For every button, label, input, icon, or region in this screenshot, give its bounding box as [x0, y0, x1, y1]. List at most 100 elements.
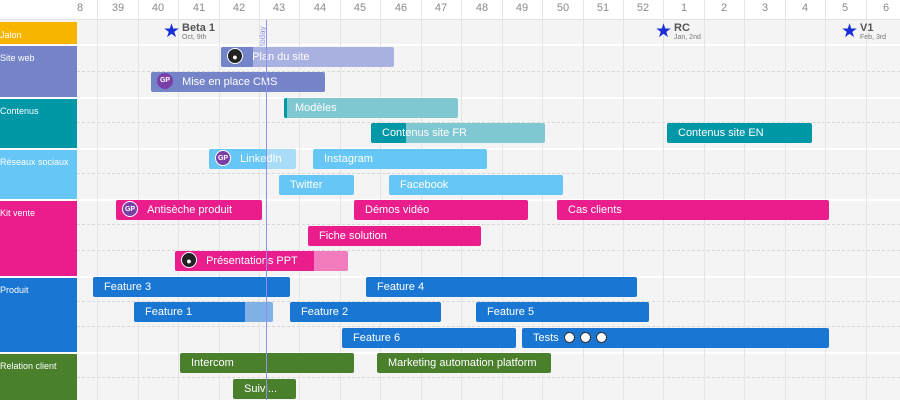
today-label: today: [258, 26, 267, 46]
row-separator: [77, 173, 900, 174]
lane-label-jalon[interactable]: Jalon: [0, 22, 77, 44]
star-icon: ★: [841, 21, 859, 42]
row-separator: [77, 301, 900, 302]
week-label: 6: [882, 2, 890, 14]
task-label: Instagram: [324, 153, 373, 165]
row-separator: [77, 224, 900, 225]
task-label: Feature 2: [301, 306, 349, 318]
task-label: Démos vidéo: [365, 204, 430, 216]
task-label: Mise en place CMS: [182, 76, 278, 88]
milestone-name: RC: [674, 22, 690, 34]
task-bar[interactable]: GP LinkedIn: [209, 149, 296, 169]
task-progress: [284, 98, 287, 118]
grid-line: [340, 0, 341, 400]
task-bar[interactable]: GP Antisèche produit: [116, 200, 262, 220]
task-label: Tests: [533, 332, 559, 344]
lane-label-site-web[interactable]: Site web: [0, 46, 77, 97]
task-bar[interactable]: Marketing automation platform: [377, 353, 551, 373]
row-separator: [77, 122, 900, 123]
task-label: Fiche solution: [319, 230, 387, 242]
task-bar[interactable]: GP Mise en place CMS: [151, 72, 325, 92]
task-label: Feature 1: [145, 306, 193, 318]
week-label: 48: [475, 2, 489, 14]
week-label: 39: [111, 2, 125, 14]
task-label: Suivi...: [244, 383, 278, 395]
task-label: Facebook: [400, 179, 449, 191]
week-label: 41: [192, 2, 206, 14]
user-avatar-icon: GP: [157, 73, 173, 90]
task-bar[interactable]: Facebook: [389, 175, 563, 195]
week-label: 40: [151, 2, 165, 14]
milestone-name: Beta 1: [182, 22, 216, 34]
database-icon: [595, 331, 607, 343]
task-label: Feature 6: [353, 332, 401, 344]
task-bar[interactable]: Contenus site FR: [371, 123, 545, 143]
task-label: Feature 3: [104, 281, 152, 293]
week-label: 4: [801, 2, 809, 14]
row-separator: [77, 250, 900, 251]
task-label: Feature 4: [377, 281, 425, 293]
task-label: Antisèche produit: [147, 204, 233, 216]
task-bar[interactable]: Intercom: [180, 353, 354, 373]
task-bar[interactable]: Feature 5: [476, 302, 649, 322]
task-bar[interactable]: Feature 6: [342, 328, 516, 348]
week-label: 5: [841, 2, 849, 14]
task-bar[interactable]: Tests: [522, 328, 829, 348]
task-bar[interactable]: ● Plan du site: [221, 47, 394, 67]
task-bar[interactable]: Feature 4: [366, 277, 637, 297]
week-label: 42: [232, 2, 246, 14]
lane-label-kit-vente[interactable]: Kit vente: [0, 201, 77, 276]
task-bar[interactable]: Démos vidéo: [354, 200, 528, 220]
task-label: Twitter: [290, 179, 323, 191]
week-label: 3: [761, 2, 769, 14]
row-separator: [77, 377, 900, 378]
lane-label-relation-client[interactable]: Relation client: [0, 354, 77, 400]
milestone-date: Oct, 9th: [182, 34, 207, 41]
timeline-header: 8 39 40 41 42 43 44 45 46 47 48 49 50 51…: [0, 0, 900, 20]
week-label: 46: [394, 2, 408, 14]
task-progress: [134, 302, 245, 322]
week-label: 51: [596, 2, 610, 14]
task-bar[interactable]: Feature 1: [134, 302, 273, 322]
task-label: Contenus site FR: [382, 127, 467, 139]
week-label: 49: [515, 2, 529, 14]
week-label: 44: [313, 2, 327, 14]
today-marker-line: [266, 20, 267, 400]
lane-label-produit[interactable]: Produit: [0, 278, 77, 352]
task-bar[interactable]: Fiche solution: [308, 226, 481, 246]
database-icon: [579, 331, 591, 343]
week-label: 50: [556, 2, 570, 14]
star-icon: ★: [163, 21, 181, 42]
task-progress: [371, 123, 406, 143]
grid-line: [866, 0, 867, 400]
week-label: 1: [680, 2, 688, 14]
user-avatar-icon: GP: [215, 150, 231, 167]
grid-line: [97, 0, 98, 400]
star-icon: ★: [655, 21, 673, 42]
task-bar[interactable]: Instagram: [313, 149, 487, 169]
row-separator: [77, 326, 900, 327]
task-bar[interactable]: Modèles: [284, 98, 458, 118]
task-bar[interactable]: Feature 3: [93, 277, 290, 297]
task-bar[interactable]: Contenus site EN: [667, 123, 812, 143]
milestone-date: Feb, 3rd: [860, 34, 887, 41]
task-label: LinkedIn: [240, 153, 282, 165]
task-bar[interactable]: Suivi...: [233, 379, 296, 399]
task-bar[interactable]: Twitter: [279, 175, 354, 195]
task-label: Feature 5: [487, 306, 535, 318]
task-label: Intercom: [191, 357, 234, 369]
row-separator: [77, 71, 900, 72]
task-bar[interactable]: Feature 2: [290, 302, 441, 322]
user-avatar-icon: GP: [122, 201, 138, 218]
milestone-date: Jan, 2nd: [674, 34, 701, 41]
task-label: Présentations PPT: [206, 255, 298, 267]
week-label: 52: [636, 2, 650, 14]
lane-label-reseaux-sociaux[interactable]: Réseaux sociaux: [0, 150, 77, 199]
task-bar[interactable]: Cas clients: [557, 200, 829, 220]
task-bar[interactable]: ● Présentations PPT: [175, 251, 348, 271]
task-label: Contenus site EN: [678, 127, 764, 139]
lane-label-contenus[interactable]: Contenus: [0, 99, 77, 148]
task-label: Plan du site: [252, 51, 310, 63]
user-avatar-icon: ●: [227, 48, 243, 65]
